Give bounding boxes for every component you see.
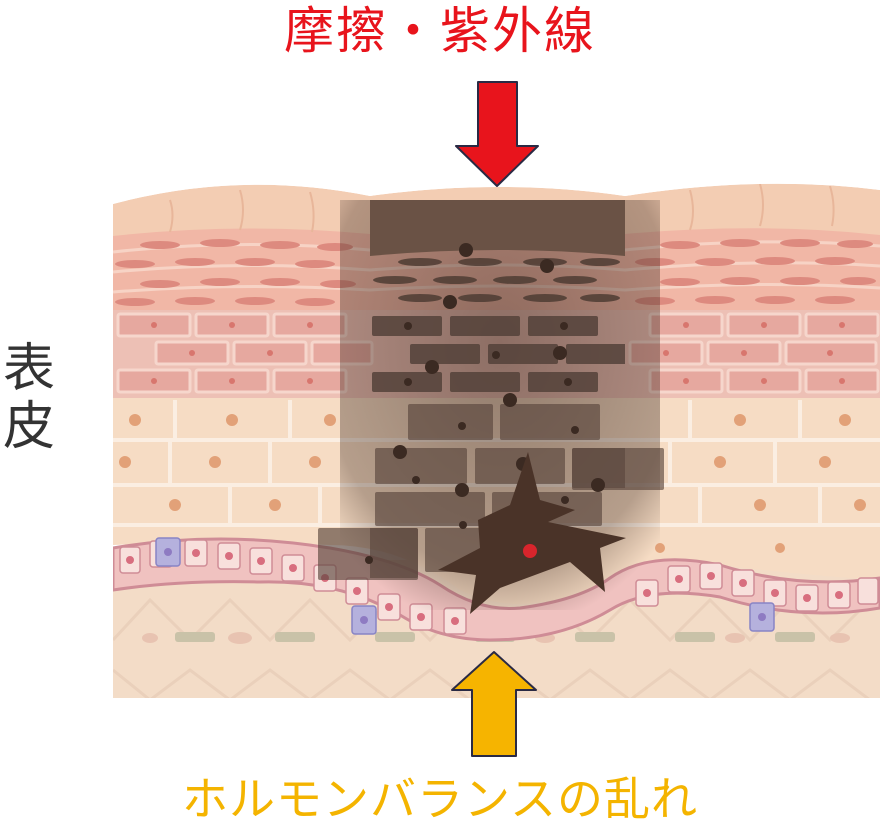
spinous-cell-nuclei — [119, 414, 866, 553]
skin-cross-section — [113, 183, 880, 698]
melanin-granules — [365, 243, 605, 564]
granular-dots — [151, 322, 845, 384]
horny-cells — [115, 239, 876, 306]
dermis-cells — [142, 632, 850, 644]
pigmented-surface — [370, 200, 625, 256]
hormone-imbalance-arrow-icon — [451, 651, 537, 757]
pigmented-spinous-cell-right — [572, 448, 664, 490]
pigmented-horny-cells — [373, 258, 620, 302]
epidermis-label: 表 皮 — [0, 339, 58, 458]
friction-uv-label: 摩擦・紫外線 — [284, 2, 596, 60]
epidermis-label-line2: 皮 — [2, 397, 55, 458]
epidermis-label-line1: 表 — [2, 339, 55, 399]
skin-surface-folds — [169, 183, 835, 233]
hormone-imbalance-label: ホルモンバランスの乱れ — [181, 772, 699, 826]
melanocyte — [438, 452, 626, 614]
pigmented-spinous-cell-left — [318, 528, 418, 580]
melanocyte-nucleus — [523, 544, 537, 558]
friction-uv-arrow-icon — [455, 81, 539, 187]
